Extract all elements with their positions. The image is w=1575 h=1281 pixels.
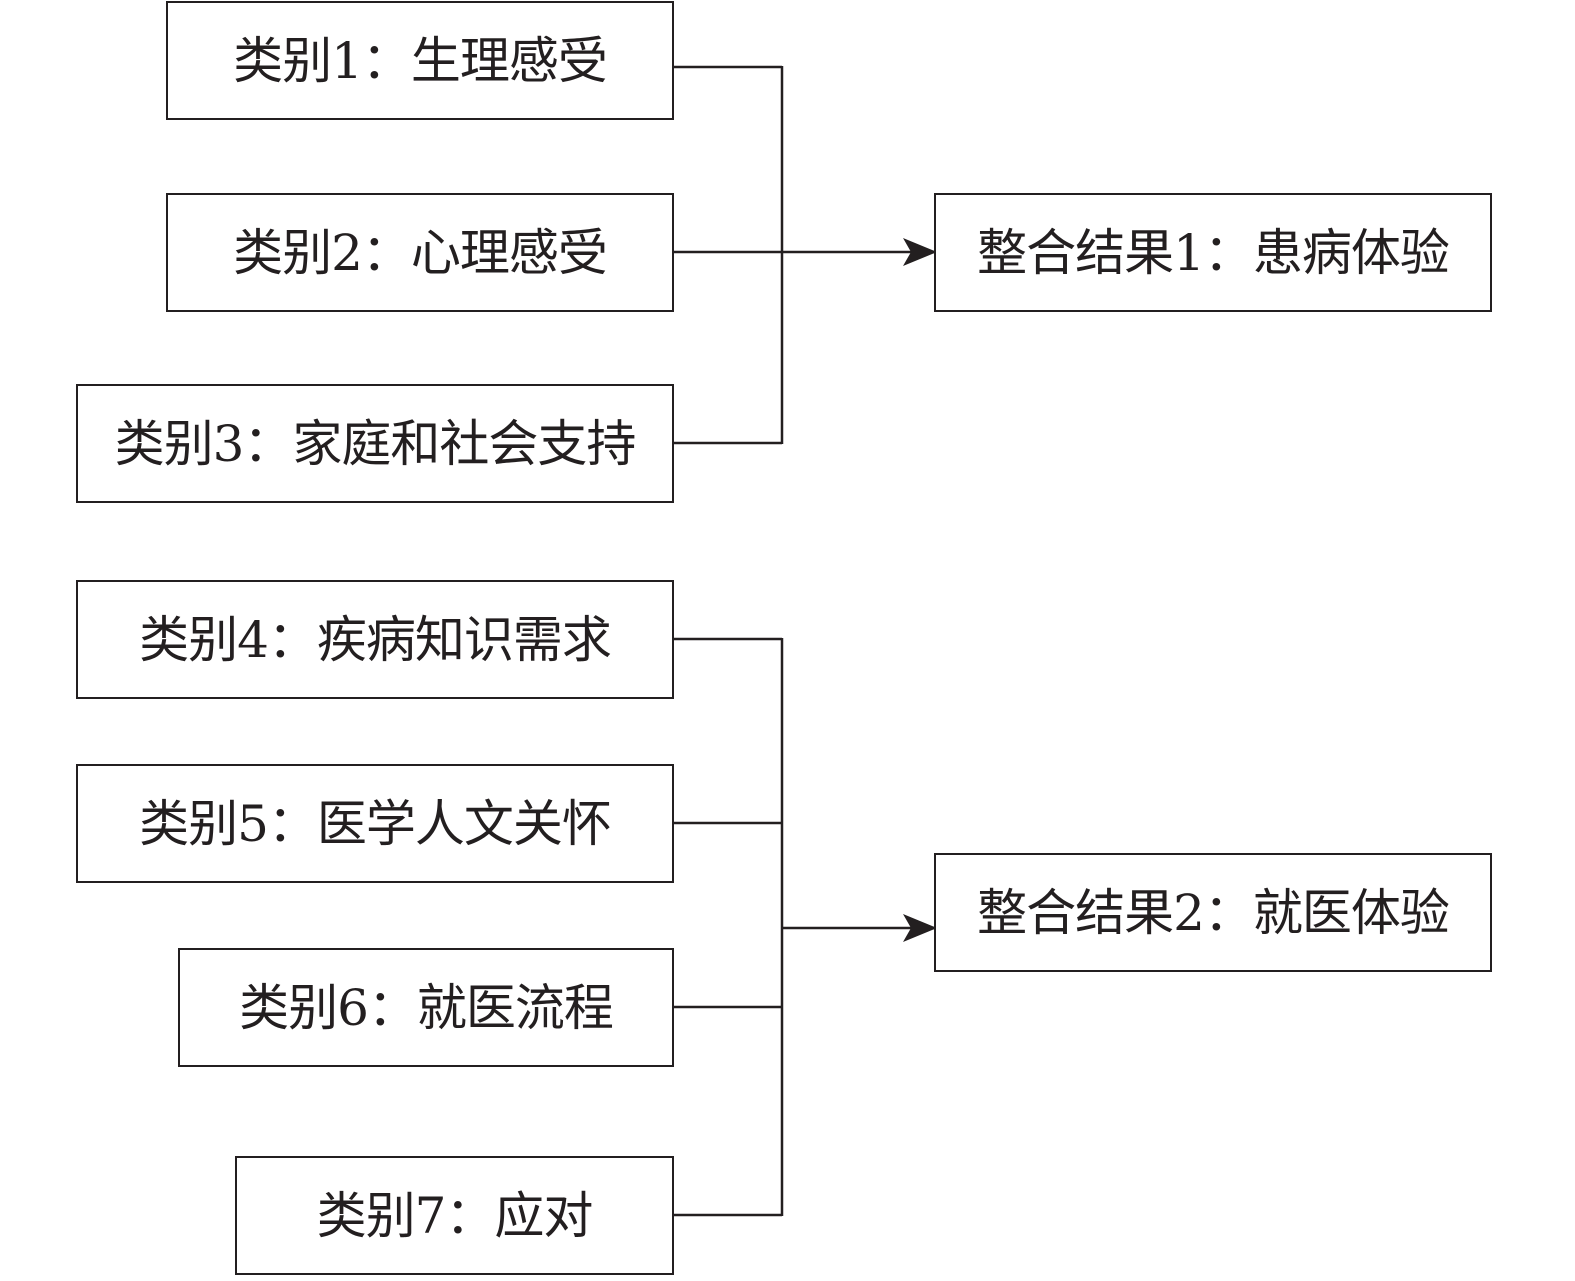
category-box-5: 类别5：医学人文关怀 [76, 764, 674, 883]
category-box-3: 类别3：家庭和社会支持 [76, 384, 674, 503]
category-box-7: 类别7：应对 [235, 1156, 674, 1275]
category-label-3: 类别3：家庭和社会支持 [114, 414, 637, 473]
category-label-6: 类别6：就医流程 [239, 978, 614, 1037]
result-label-2: 整合结果2：就医体验 [977, 883, 1450, 942]
category-label-7: 类别7：应对 [316, 1186, 594, 1245]
category-box-6: 类别6：就医流程 [178, 948, 674, 1067]
category-box-1: 类别1：生理感受 [166, 1, 674, 120]
result-label-1: 整合结果1：患病体验 [977, 223, 1450, 282]
result-box-1: 整合结果1：患病体验 [934, 193, 1492, 312]
category-box-4: 类别4：疾病知识需求 [76, 580, 674, 699]
result-box-2: 整合结果2：就医体验 [934, 853, 1492, 972]
category-label-2: 类别2：心理感受 [233, 223, 608, 282]
category-label-4: 类别4：疾病知识需求 [139, 610, 612, 669]
category-label-1: 类别1：生理感受 [233, 31, 608, 90]
category-label-5: 类别5：医学人文关怀 [139, 794, 612, 853]
category-box-2: 类别2：心理感受 [166, 193, 674, 312]
